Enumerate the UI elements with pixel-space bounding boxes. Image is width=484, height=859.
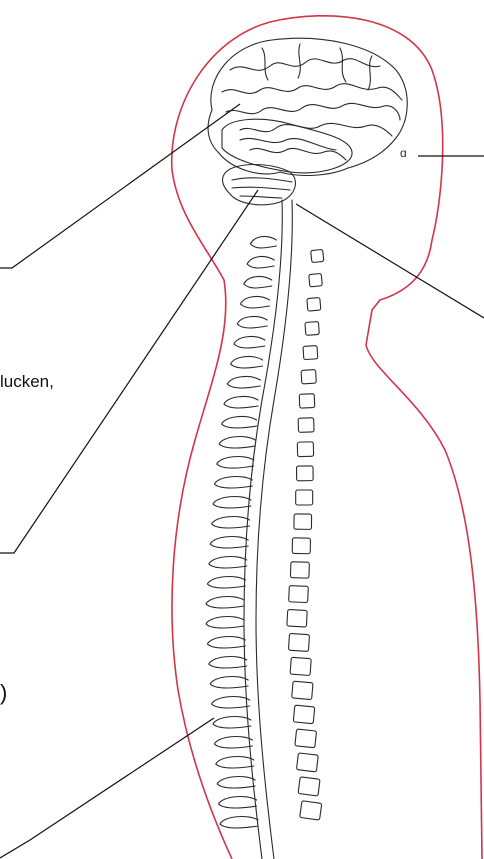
- vertebra: [307, 297, 321, 311]
- spinal-nerve-root: [217, 777, 255, 788]
- spinal-nerve-root: [247, 257, 274, 268]
- vertebra: [301, 370, 316, 384]
- callout-text-fragment: lucken,: [0, 372, 54, 392]
- leader-spinal-cord: [0, 718, 214, 858]
- spinal-nerve-root: [214, 737, 252, 748]
- vertebra: [297, 466, 314, 481]
- vertebra: [311, 249, 324, 262]
- spinal-nerve-root: [210, 537, 248, 548]
- leader-cerebrum: [0, 104, 240, 268]
- spinal-nerve-root: [206, 617, 244, 628]
- spinal-nerve-root: [241, 297, 270, 308]
- vertebra: [290, 562, 309, 578]
- spinal-nerve-root: [222, 417, 257, 428]
- spinal-nerve-root: [207, 637, 245, 648]
- cerebrum-outline: [208, 38, 407, 175]
- spinal-nerve-root: [216, 757, 254, 768]
- spinal-nerve-root: [224, 397, 258, 408]
- vertebra: [303, 346, 318, 360]
- vertebra: [298, 418, 314, 433]
- vertebral-column: [287, 249, 324, 820]
- vertebra: [292, 538, 310, 554]
- vertebra: [290, 657, 311, 675]
- spinal-nerve-root: [234, 337, 265, 348]
- spinal-nerve-root: [210, 677, 248, 688]
- vertebra: [305, 322, 319, 336]
- vertebra: [294, 514, 312, 529]
- body-outline: [172, 16, 482, 859]
- spinal-nerve-root: [220, 817, 258, 828]
- vertebra: [295, 729, 317, 748]
- spinal-nerve-root: [209, 557, 247, 568]
- leader-lines: [0, 104, 484, 858]
- leader-cerebellum: [296, 204, 484, 318]
- vertebra: [299, 394, 315, 408]
- spinal-nerve-root: [219, 797, 257, 808]
- vertebra: [300, 801, 322, 820]
- brain: [208, 38, 407, 205]
- spinal-nerve-root: [219, 437, 255, 448]
- spinal-nerve-root: [206, 597, 244, 608]
- spinal-nerve-root: [244, 277, 272, 288]
- spinal-nerve-root: [213, 497, 251, 508]
- vertebra: [289, 586, 309, 603]
- spinal-nerve-root: [217, 457, 254, 468]
- vertebra: [296, 753, 318, 772]
- spinal-nerve-root: [250, 237, 276, 248]
- vertebra: [296, 490, 313, 505]
- cerebellum: [223, 165, 296, 205]
- ear-marker-icon: ɑ: [400, 146, 407, 160]
- vertebra: [293, 705, 314, 724]
- temporal-lobe: [222, 119, 352, 173]
- spinal-nerve-root: [214, 477, 252, 488]
- vertebra: [292, 681, 313, 699]
- vertebra: [287, 610, 307, 627]
- callout-parenthesis-fragment: ): [0, 680, 7, 706]
- spinal-nerve-root: [237, 317, 267, 328]
- spinal-nerve-root: [231, 357, 263, 368]
- vertebra: [297, 442, 313, 457]
- spinal-nerve-root: [227, 377, 260, 388]
- spinal-nerve-root: [209, 657, 247, 668]
- vertebra: [309, 273, 323, 286]
- spinal-nerve-root: [212, 517, 250, 528]
- vertebra: [298, 777, 320, 796]
- spinal-nerve-roots: [206, 237, 276, 828]
- spinal-nerve-root: [212, 697, 250, 708]
- spinal-nerve-root: [207, 577, 245, 588]
- spinal-nerve-root: [213, 717, 251, 728]
- vertebra: [288, 633, 309, 651]
